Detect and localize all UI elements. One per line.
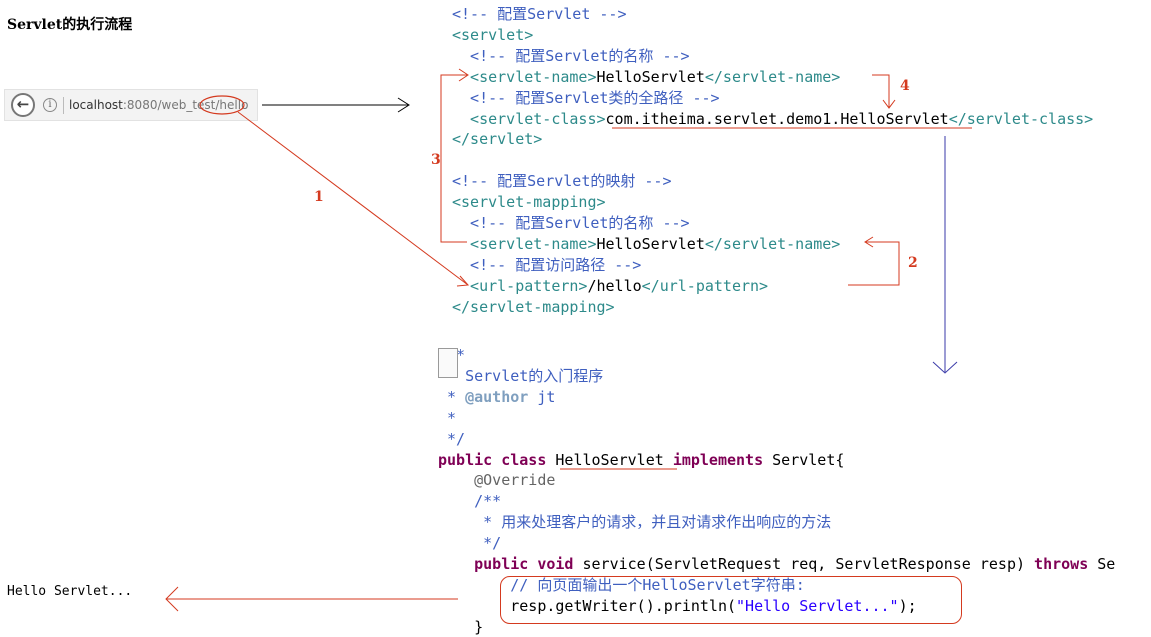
highlight-box-output-code	[500, 576, 962, 624]
xml-token: </servlet-name>	[704, 67, 841, 86]
java-line: public void service(ServletRequest req, …	[438, 554, 1115, 574]
java-line: @Override	[438, 470, 555, 490]
java-token: resp.getWriter().println(	[438, 596, 737, 615]
xml-token: </servlet-name>	[704, 234, 841, 253]
java-token: service(ServletRequest req, ServletRespo…	[582, 555, 1035, 573]
back-arrow-icon[interactable]: ←	[11, 93, 35, 117]
xml-token: </servlet-class>	[948, 109, 1094, 128]
url-highlight: /hello	[215, 98, 249, 112]
info-icon[interactable]: i	[43, 98, 57, 112]
arrow-step-2	[848, 241, 900, 286]
step-number-1: 1	[314, 189, 324, 205]
xml-token: </servlet-mapping>	[452, 297, 615, 316]
xml-token: </servlet>	[452, 130, 543, 149]
xml-token: <servlet-class>	[452, 109, 606, 128]
arrow-head-step-3	[458, 68, 469, 82]
java-token: @author	[465, 387, 529, 406]
xml-line: <!-- 配置访问路径 -->	[452, 255, 641, 275]
url-highlight-ellipse	[199, 95, 245, 115]
arrow-step-1	[237, 111, 469, 286]
arrow-head-java	[932, 361, 958, 374]
java-token: HelloServlet	[555, 450, 673, 469]
xml-token: <servlet-mapping>	[452, 193, 606, 212]
java-token: jt	[528, 387, 556, 406]
url-port: :8080	[122, 98, 158, 112]
xml-token: <servlet-name>	[452, 67, 597, 86]
xml-token: <!-- 配置Servlet的映射 -->	[452, 172, 672, 191]
java-line: * 用来处理客户的请求，并且对请求作出响应的方法	[438, 512, 831, 532]
java-token: implements	[672, 450, 773, 469]
java-token: public class	[438, 450, 556, 469]
step-number-2: 2	[908, 255, 918, 271]
xml-token: <!-- 配置Servlet的名称 -->	[452, 214, 690, 232]
xml-token: <servlet>	[452, 25, 534, 44]
java-token: @Override	[438, 471, 556, 490]
xml-line: <!-- 配置Servlet的映射 -->	[452, 171, 672, 191]
xml-line: <!-- 配置Servlet类的全路径 -->	[452, 88, 720, 108]
java-token: Servlet{	[772, 450, 845, 469]
java-token: *	[438, 387, 466, 406]
java-line: */	[438, 533, 501, 553]
java-line: resp.getWriter().println("Hello Servlet.…	[438, 596, 917, 616]
java-line: *	[438, 408, 456, 428]
xml-line: <servlet-class>com.itheima.servlet.demo1…	[452, 109, 1093, 129]
xml-token: <!-- 配置Servlet类的全路径 -->	[452, 88, 720, 107]
xml-line: <url-pattern>/hello</url-pattern>	[452, 276, 768, 296]
xml-line: <!-- 配置Servlet的名称 -->	[452, 213, 690, 233]
arrow-head-step-4	[882, 99, 896, 109]
xml-line: <!-- 配置Servlet -->	[452, 4, 627, 24]
arrow-step-3	[440, 74, 467, 243]
xml-line: <servlet>	[452, 25, 533, 45]
xml-token: HelloServlet	[596, 234, 705, 253]
arrow-head-step-2	[864, 236, 874, 248]
java-line: // 向页面输出一个HelloServlet字符串:	[438, 575, 805, 595]
step-number-3: 3	[431, 152, 441, 168]
page-title: Servlet的执行流程	[7, 17, 133, 33]
java-token: * 用来处理客户的请求，并且对请求作出响应的方法	[438, 513, 832, 532]
arrow-head-step-1	[456, 275, 470, 287]
xml-token: <url-pattern>	[452, 276, 588, 295]
xml-token: <!-- 配置Servlet -->	[452, 5, 627, 23]
xml-token: /hello	[587, 276, 642, 295]
java-token: /**	[438, 492, 502, 511]
java-line: /**	[438, 491, 501, 511]
xml-line: <servlet-name>HelloServlet</servlet-name…	[452, 234, 840, 254]
java-token: throws	[1034, 555, 1098, 573]
xml-token: </url-pattern>	[641, 276, 769, 295]
browser-output-text: Hello Servlet...	[7, 584, 133, 599]
xml-line: </servlet-mapping>	[452, 297, 615, 317]
arrow-head-browser	[397, 97, 410, 113]
xml-token: com.itheima.servlet.demo1.HelloServlet	[605, 109, 949, 128]
xml-token: <!-- 配置访问路径 -->	[452, 255, 642, 274]
xml-token: <servlet-name>	[452, 234, 597, 253]
java-token: // 向页面输出一个HelloServlet字符串:	[438, 575, 805, 594]
fold-marker-icon[interactable]	[438, 348, 458, 378]
java-token: *	[438, 408, 457, 427]
url-host: localhost	[69, 98, 123, 112]
arrow-head-output	[165, 586, 179, 612]
java-line: */	[438, 429, 465, 449]
xml-token: <!-- 配置Servlet的名称 -->	[452, 46, 690, 65]
xml-line: </servlet>	[452, 129, 542, 149]
arrow-step-4	[872, 74, 890, 108]
step-number-4: 4	[900, 78, 910, 94]
address-divider	[63, 97, 64, 114]
java-token: */	[438, 429, 466, 448]
java-line: * @author jt	[438, 387, 555, 407]
xml-line: <servlet-mapping>	[452, 192, 606, 212]
xml-token: HelloServlet	[596, 67, 705, 86]
xml-line: <servlet-name>HelloServlet</servlet-name…	[452, 67, 840, 87]
java-token: "Hello Servlet..."	[736, 596, 899, 615]
java-token: */	[438, 534, 502, 553]
java-token: public void	[438, 555, 583, 573]
java-line: public class HelloServlet implements Ser…	[438, 450, 844, 470]
java-token: Se	[1097, 555, 1116, 573]
java-token: );	[898, 596, 917, 615]
xml-line: <!-- 配置Servlet的名称 -->	[452, 46, 690, 66]
browser-address-bar[interactable]: ← i localhost:8080/web_test/hello	[4, 89, 258, 121]
